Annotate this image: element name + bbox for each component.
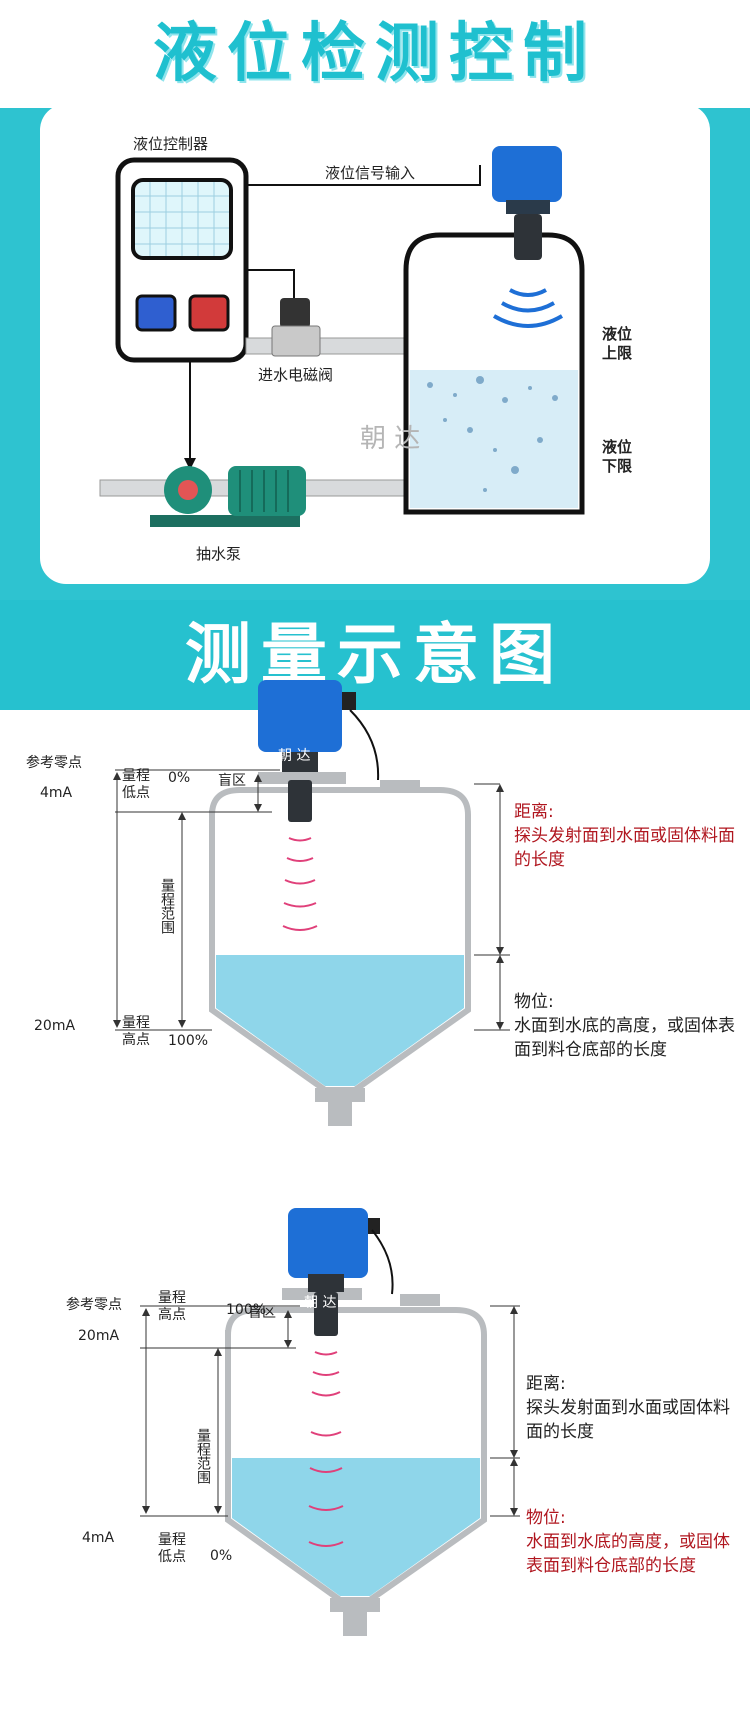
valve-wire — [246, 269, 295, 300]
d1-distance-text: 探头发射面到水面或固体料面的长度 — [514, 826, 735, 870]
d1-current-top: 4mA — [40, 785, 73, 801]
d2-current-top: 20mA — [78, 1328, 120, 1344]
d1-blind-zone: 盲区 — [218, 773, 246, 789]
silo-liquid — [216, 955, 464, 1086]
measurement-diagram-2 — [140, 1208, 520, 1636]
d1-reference-label: 参考零点 — [26, 755, 82, 771]
valve-label: 进水电磁阀 — [258, 366, 334, 384]
pump-label: 抽水泵 — [196, 545, 242, 563]
controller-blue-button — [135, 294, 177, 332]
d2-current-bottom: 4mA — [82, 1530, 115, 1546]
d1-range-low-label: 量程低点 — [122, 768, 150, 801]
d1-pct-bottom: 100% — [168, 1033, 209, 1049]
pump-wire-arrow — [184, 458, 196, 470]
controller-label: 液位控制器 — [133, 135, 209, 153]
pump-base — [150, 515, 300, 527]
solenoid-valve-coil — [280, 298, 310, 328]
d2-range-label: 量程范围 — [195, 1428, 211, 1484]
silo-outlet — [315, 1088, 365, 1102]
control-diagram — [99, 146, 585, 527]
d2-pct-top: 100% — [226, 1302, 267, 1318]
d1-current-bottom: 20mA — [34, 1018, 76, 1034]
solenoid-valve-body — [271, 325, 321, 357]
d1-distance-title: 距离: — [514, 802, 554, 822]
d2-distance-title: 距离: — [526, 1374, 566, 1394]
lower-limit-label: 液位下限 — [602, 438, 633, 475]
d1-watermark: 朝 达 — [278, 748, 311, 764]
d2-level-text: 水面到水底的高度，或固体表面到料仓底部的长度 — [526, 1532, 730, 1576]
controller-red-button — [188, 294, 230, 332]
d2-range-high-label: 量程高点 — [158, 1290, 186, 1323]
section-title: 测量示意图 — [0, 600, 750, 710]
d1-range-high-label: 量程高点 — [122, 1015, 150, 1048]
d1-level-text: 水面到水底的高度，或固体表面到料仓底部的长度 — [514, 1016, 735, 1060]
tank-water — [410, 370, 578, 508]
sensor-1-head — [258, 680, 342, 752]
d2-reference-label: 参考零点 — [66, 1297, 122, 1313]
pump-motor — [228, 466, 306, 516]
signal-wire — [246, 165, 481, 186]
d2-level-title: 物位: — [526, 1508, 566, 1528]
d1-range-label: 量程范围 — [159, 878, 175, 934]
d1-pct-top: 0% — [168, 770, 191, 786]
measurement-diagram-1 — [113, 680, 510, 1126]
upper-limit-label: 液位上限 — [602, 325, 633, 362]
d2-pct-bottom: 0% — [210, 1548, 233, 1564]
signal-label: 液位信号输入 — [325, 164, 416, 182]
d2-blind-zone: 盲区 — [248, 1305, 276, 1321]
d2-watermark: 朝 达 — [304, 1295, 337, 1311]
d2-range-low-label: 量程低点 — [158, 1532, 186, 1565]
page-title: 液位检测控制 — [0, 0, 750, 108]
inlet-pipe — [245, 337, 407, 355]
top-sensor-head — [492, 146, 562, 202]
d2-distance-text: 探头发射面到水面或固体料面的长度 — [526, 1398, 730, 1442]
silo-liquid-2 — [232, 1458, 480, 1596]
sensor-2-head — [288, 1208, 368, 1278]
watermark-top: 朝 达 — [360, 424, 421, 454]
d1-level-title: 物位: — [514, 992, 554, 1012]
